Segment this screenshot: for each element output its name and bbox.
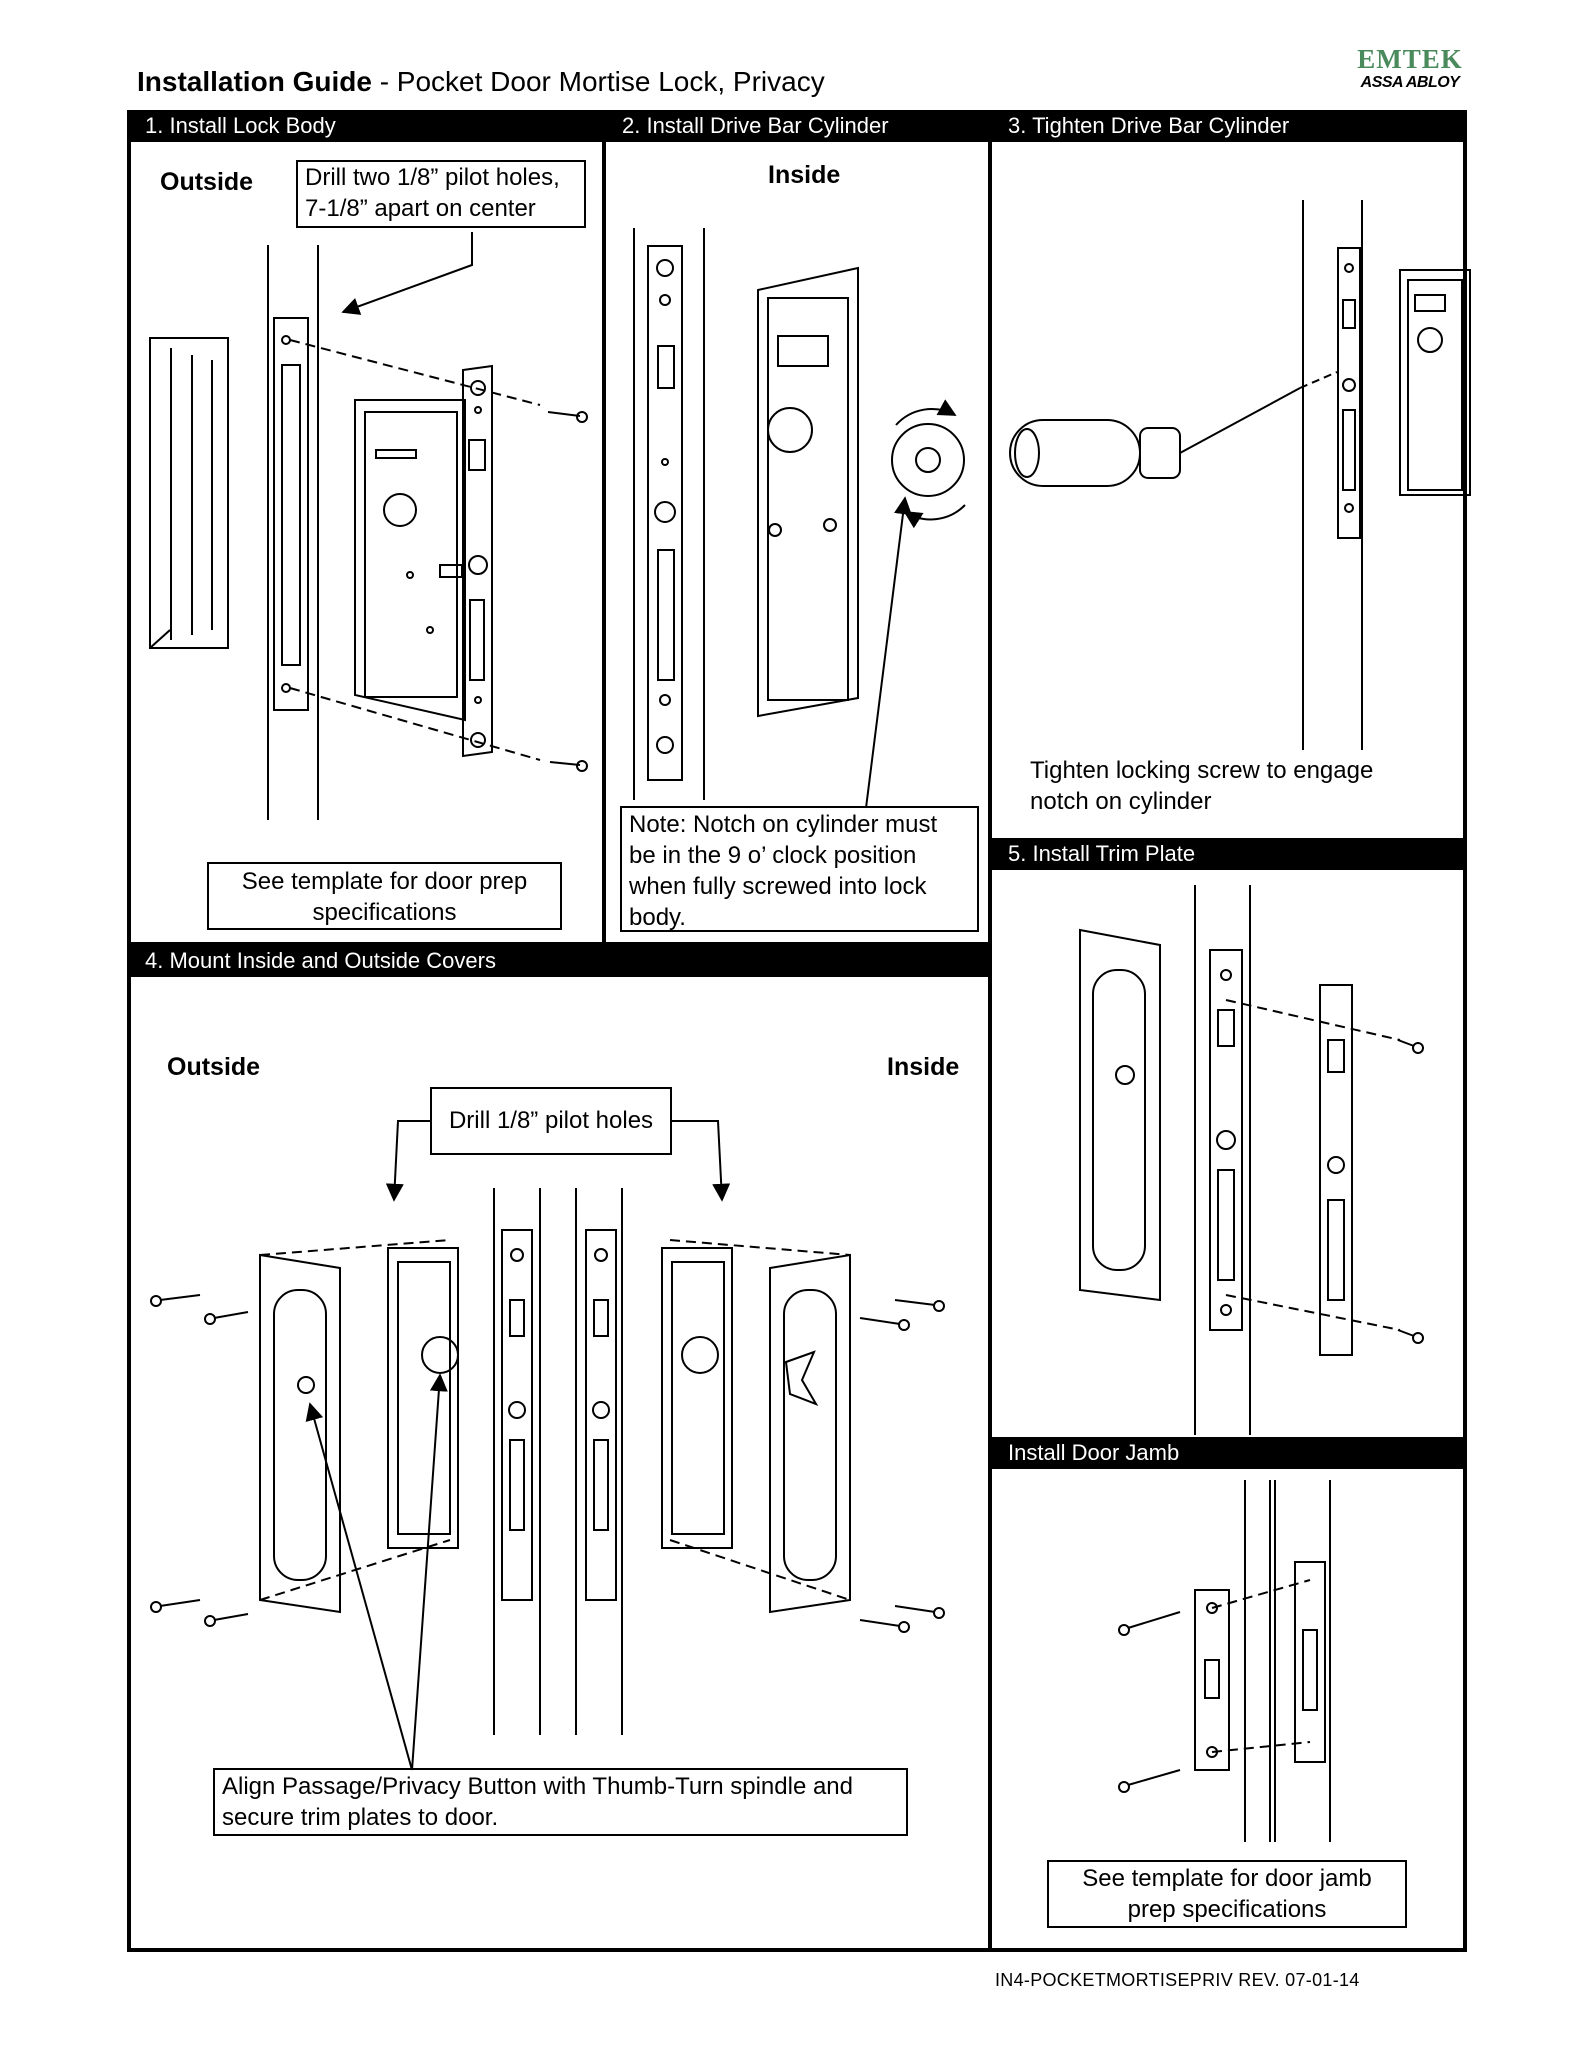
screw-icon bbox=[547, 411, 588, 772]
step3-note: Tighten locking screw to engage notch on… bbox=[1030, 757, 1374, 815]
step4-header: 4. Mount Inside and Outside Covers bbox=[129, 945, 989, 977]
step6-header: Install Door Jamb bbox=[992, 1437, 1465, 1469]
step1-header: 1. Install Lock Body bbox=[129, 110, 603, 142]
doc-code: IN4-POCKETMORTISEPRIV REV. 07-01-14 bbox=[995, 1970, 1360, 1990]
step1-outside-label: Outside bbox=[160, 168, 254, 196]
inside-trim-plate-drawing bbox=[769, 1253, 851, 1614]
divider-1-2 bbox=[602, 110, 606, 942]
step5-illustration bbox=[1079, 885, 1424, 1435]
step5-header: 5. Install Trim Plate bbox=[992, 838, 1465, 870]
step6-note: See template for door jamb prep specific… bbox=[1047, 1860, 1407, 1928]
brand-name: EMTEK bbox=[1357, 44, 1463, 74]
rotate-cylinder-icon bbox=[891, 399, 966, 529]
emtek-logo: EMTEK ASSA ABLOY bbox=[1340, 44, 1480, 92]
thumb-turn-icon bbox=[784, 1350, 819, 1406]
divider-row bbox=[129, 942, 989, 946]
outside-trim-plate-drawing bbox=[259, 1253, 341, 1614]
step4-note: Align Passage/Privacy Button with Thumb-… bbox=[213, 1768, 908, 1836]
step1-heading: 1. Install Lock Body bbox=[145, 113, 336, 138]
divider-main-right bbox=[988, 110, 992, 1952]
screwdriver-icon bbox=[1009, 371, 1338, 487]
step4-heading: 4. Mount Inside and Outside Covers bbox=[145, 948, 496, 973]
brand-sub: ASSA ABLOY bbox=[1360, 74, 1460, 91]
step5-heading: 5. Install Trim Plate bbox=[1008, 841, 1196, 866]
step4-outside-label: Outside bbox=[167, 1053, 261, 1081]
title-bold: Installation Guide bbox=[137, 66, 372, 97]
step4-callout: Drill 1/8” pilot holes bbox=[430, 1087, 672, 1155]
step1-note: See template for door prep specification… bbox=[207, 862, 562, 930]
step1-callout: Drill two 1/8” pilot holes, 7-1/8” apart… bbox=[296, 160, 586, 228]
screw-icon bbox=[1397, 1039, 1424, 1344]
step1-illustration bbox=[149, 232, 588, 820]
step6-heading: Install Door Jamb bbox=[1008, 1440, 1180, 1465]
step2-heading: 2. Install Drive Bar Cylinder bbox=[622, 113, 889, 138]
title-rest: - Pocket Door Mortise Lock, Privacy bbox=[371, 66, 825, 97]
step3-illustration bbox=[1009, 200, 1471, 750]
lock-body-drawing bbox=[354, 399, 466, 722]
step3-heading: 3. Tighten Drive Bar Cylinder bbox=[1008, 113, 1290, 138]
door-pocket-drawing bbox=[149, 337, 229, 649]
step2-header: 2. Install Drive Bar Cylinder bbox=[606, 110, 989, 142]
step2-note: Note: Notch on cylinder must be in the 9… bbox=[620, 806, 979, 932]
step3-header: 3. Tighten Drive Bar Cylinder bbox=[992, 110, 1465, 142]
face-plate-drawing bbox=[462, 364, 493, 758]
step4-illustration bbox=[150, 1120, 945, 1771]
screw-icon bbox=[1118, 1611, 1181, 1793]
screw-icon bbox=[150, 1294, 945, 1633]
step2-illustration bbox=[633, 228, 966, 809]
step2-inside-label: Inside bbox=[768, 161, 841, 189]
step6-illustration bbox=[1118, 1480, 1331, 1842]
step4-inside-label: Inside bbox=[887, 1053, 960, 1081]
page-title: Installation Guide - Pocket Door Mortise… bbox=[137, 66, 825, 98]
